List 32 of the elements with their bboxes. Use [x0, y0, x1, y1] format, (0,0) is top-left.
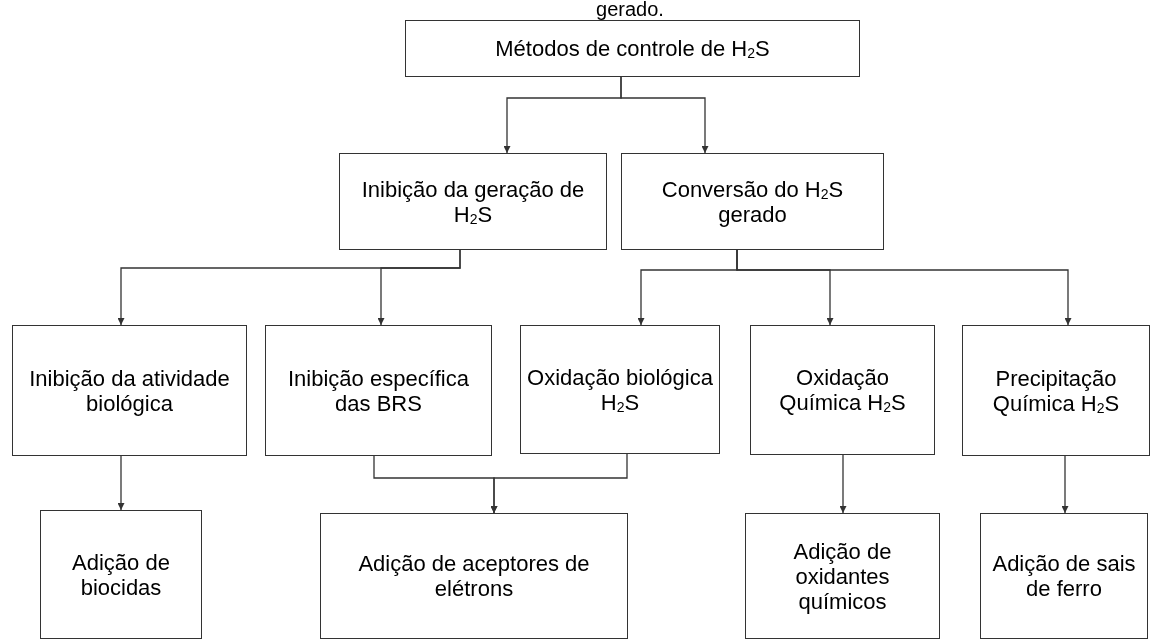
process-box	[745, 513, 940, 639]
arrow	[117, 455, 125, 511]
box-label: Adição de biocidas	[71, 549, 171, 600]
process-box	[405, 20, 860, 77]
process-box	[520, 325, 720, 454]
process-box	[750, 325, 935, 455]
box-label: Métodos de controle de H$_{2}$S	[494, 36, 771, 61]
box-label: Adição de oxidantes químicos	[792, 538, 893, 614]
process-box	[40, 510, 202, 639]
arrow	[1061, 455, 1069, 514]
process-box	[339, 153, 607, 250]
arrow	[377, 249, 461, 326]
arrow	[620, 76, 709, 154]
box-label: Oxidação Química H$_{2}$S	[778, 365, 907, 415]
process-box	[621, 153, 884, 250]
arrow	[490, 453, 628, 514]
arrow	[839, 454, 847, 514]
process-box	[980, 513, 1148, 639]
box-label: Oxidação biológica H$_{2}$S	[526, 364, 714, 415]
box-label: Inibição específica das BRS	[287, 365, 470, 416]
heading-fragment: gerado.	[595, 0, 665, 19]
process-box	[962, 325, 1150, 456]
box-label: Inibição da geração de H$_{2}$S	[360, 176, 586, 227]
arrow	[736, 249, 1072, 326]
box-label: Inibição da atividade biológica	[28, 365, 231, 416]
box-label: Conversão do H$_{2}$S gerado	[660, 176, 845, 227]
box-label: Adição de aceptores de elétrons	[357, 551, 591, 601]
box-label: Precipitação Química H$_{2}$S	[991, 365, 1121, 416]
process-box	[12, 325, 247, 456]
process-box	[320, 513, 628, 639]
process-box	[265, 325, 492, 456]
box-label: Adição de sais de ferro	[991, 551, 1137, 601]
